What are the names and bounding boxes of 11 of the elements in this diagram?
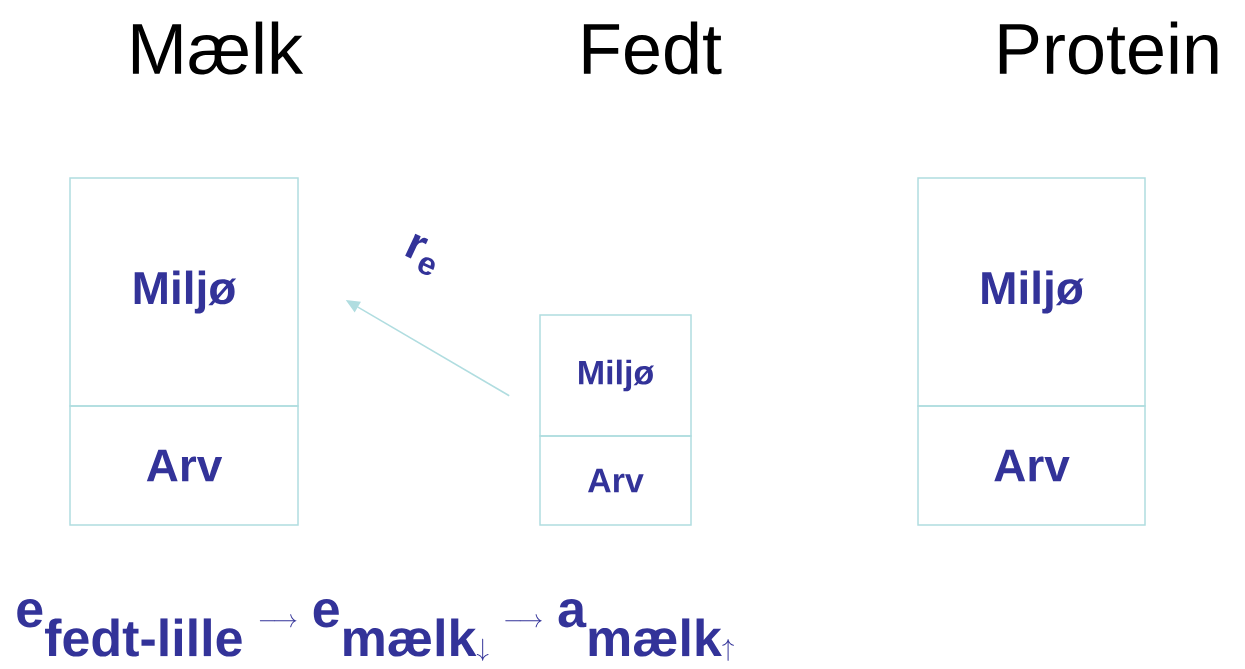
labeled-box: Arv (917, 405, 1146, 526)
labeled-box: Miljø (539, 314, 692, 437)
labeled-box: Arv (539, 435, 692, 526)
labeled-box: Arv (69, 405, 299, 526)
edge-label: r$_{e}$ (405, 233, 435, 276)
heading: Mælk (132, 21, 304, 75)
labeled-box: Miljø (69, 177, 299, 407)
formula: $\textbf{e}_{\textbf{fedt-lille}}\;\longrightarrow\;\textbf{e}_{\textbf{mælk}\downarrow}\;\longrightarrow\;\textbf{a}_{\textbf{mælk}\uparrow}$ (17, 599, 734, 661)
labeled-box: Miljø (917, 177, 1146, 407)
heading: Fedt (583, 21, 722, 75)
heading: Protein (999, 21, 1218, 75)
